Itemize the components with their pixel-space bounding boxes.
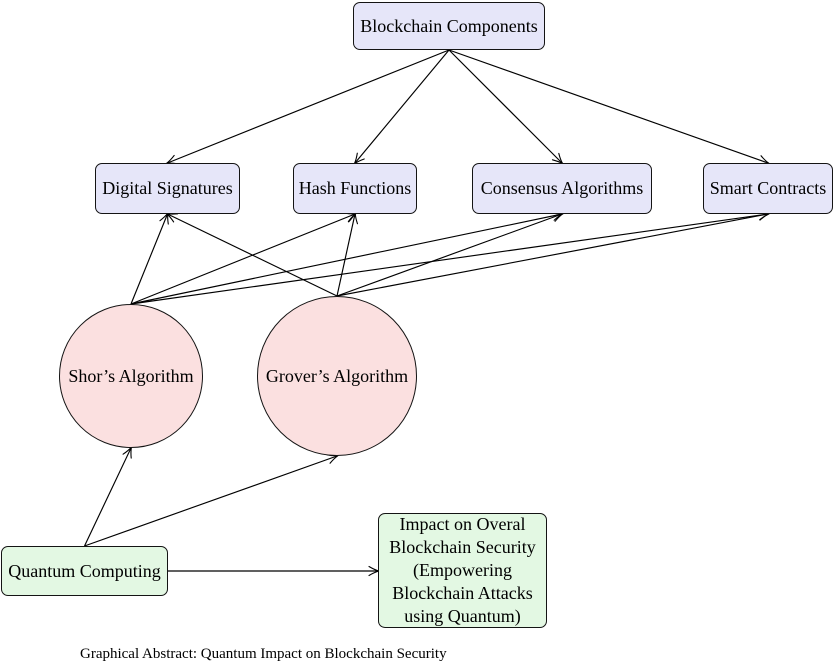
node-consensus-algorithms-label: Consensus Algorithms — [480, 178, 644, 199]
impact-line-1: Impact on Overal — [399, 514, 526, 534]
node-shors-algorithm: Shor’s Algorithm — [59, 304, 203, 448]
edge-quantum-computing-grovers-algorithm — [84, 454, 339, 547]
edge-shors-algorithm-digital-signatures — [130, 212, 169, 305]
edge-shors-algorithm-hash-functions — [130, 212, 357, 305]
edge-shors-algorithm-consensus-algorithms — [130, 210, 564, 305]
node-digital-signatures: Digital Signatures — [95, 163, 240, 214]
edge-blockchain-components-digital-signatures — [166, 49, 450, 165]
node-blockchain-components-label: Blockchain Components — [360, 15, 538, 36]
node-hash-functions: Hash Functions — [293, 163, 417, 214]
impact-line-5: using Quantum) — [404, 606, 521, 626]
node-impact-on-blockchain-security: Impact on Overal Blockchain Security (Em… — [378, 513, 547, 628]
impact-line-2: Blockchain Security — [389, 537, 536, 557]
edge-shors-algorithm-smart-contracts — [130, 210, 770, 305]
node-consensus-algorithms: Consensus Algorithms — [472, 163, 652, 214]
node-digital-signatures-label: Digital Signatures — [102, 178, 233, 199]
edge-quantum-computing-shors-algorithm — [83, 446, 132, 547]
node-hash-functions-label: Hash Functions — [298, 178, 412, 199]
node-quantum-computing: Quantum Computing — [1, 546, 168, 596]
edge-blockchain-components-hash-functions — [353, 49, 450, 165]
node-grovers-algorithm: Grover’s Algorithm — [257, 296, 417, 456]
node-blockchain-components: Blockchain Components — [353, 2, 545, 50]
node-smart-contracts: Smart Contracts — [703, 163, 833, 214]
edge-grovers-algorithm-hash-functions — [336, 212, 359, 297]
edge-grovers-algorithm-digital-signatures — [166, 213, 338, 297]
node-smart-contracts-label: Smart Contracts — [709, 178, 827, 199]
node-quantum-computing-label: Quantum Computing — [8, 560, 161, 581]
edge-grovers-algorithm-consensus-algorithms — [336, 212, 564, 297]
figure-caption: Graphical Abstract: Quantum Impact on Bl… — [80, 646, 447, 662]
impact-line-4: Blockchain Attacks — [392, 583, 533, 603]
edge-blockchain-components-consensus-algorithms — [448, 49, 564, 165]
edge-grovers-algorithm-smart-contracts — [336, 210, 770, 297]
impact-line-3: (Empowering — [413, 560, 512, 580]
node-shors-algorithm-label: Shor’s Algorithm — [68, 365, 194, 386]
edge-blockchain-components-smart-contracts — [448, 49, 770, 165]
node-grovers-algorithm-label: Grover’s Algorithm — [265, 365, 409, 386]
